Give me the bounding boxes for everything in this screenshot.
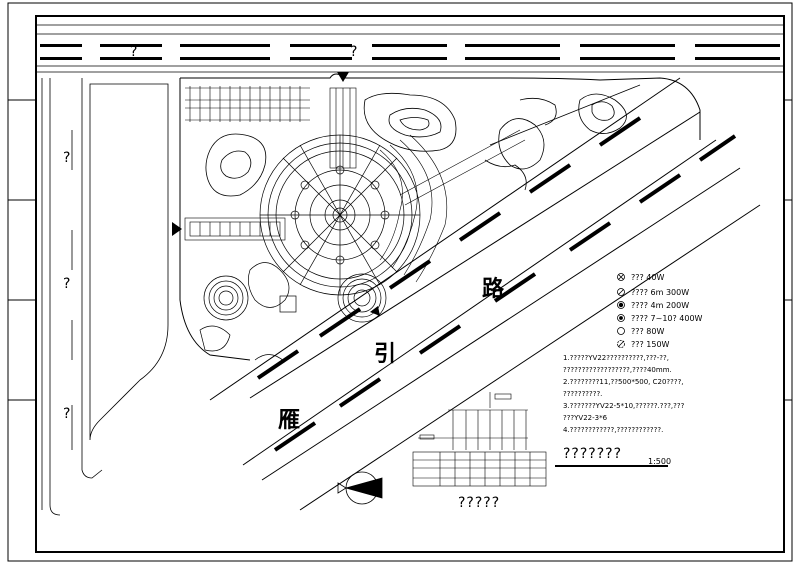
wiring-diagram (412, 392, 547, 487)
left-road (41, 78, 169, 516)
lamp-symbol-c-icon (617, 301, 625, 309)
note-line: ???YV22-3*6 (563, 414, 608, 422)
note-line: 1.?????YV22??????????,???-??, (563, 354, 669, 362)
east-terraces (379, 129, 526, 283)
street-mark: ? (63, 406, 70, 422)
road-label-3: 路 (482, 276, 505, 302)
legend-item-3: ???? 4m 200W (631, 301, 689, 310)
drawing-title: ??????? (563, 446, 622, 462)
top-road (36, 24, 784, 73)
legend-item-2: ???? 6m 300W (631, 288, 689, 297)
ponds-and-beds (205, 84, 641, 197)
road-label-1: 雁 (278, 407, 300, 433)
parking-grid (185, 86, 310, 122)
note-line: ??????????. (563, 390, 602, 398)
entrance-arrow-south (370, 306, 380, 316)
note-line: 4.????????????,????????????. (563, 426, 663, 434)
wiring-diagram-title: ????? (458, 495, 500, 511)
diagonal-road (209, 77, 761, 511)
circular-plaza (259, 134, 421, 296)
lamp-symbol-a-icon (617, 273, 625, 281)
lamp-symbol-b-icon (617, 288, 625, 296)
shrub-circles (199, 262, 387, 363)
central-walkway (329, 87, 357, 169)
note-line: 3.???????YV22-5*10,??????.???,??? (563, 402, 685, 410)
street-mark: ? (63, 150, 70, 166)
lamp-symbol-f-icon (617, 340, 625, 348)
street-mark: ? (130, 44, 137, 60)
road-label-2: 引 (374, 341, 396, 367)
legend-item-1: ??? 40W (631, 273, 664, 282)
west-bridge (184, 217, 286, 241)
note-line: 2.????????11,??500*500, C20????, (563, 378, 684, 386)
street-mark: ? (350, 44, 357, 60)
legend-item-6: ??? 150W (631, 340, 670, 349)
legend: ??? 40W ???? 6m 300W ???? 4m 200W ???? 7… (617, 273, 703, 349)
design-notes: 1.?????YV22??????????,???-??, ??????????… (563, 354, 685, 434)
diagonal-road-dashes (256, 116, 737, 452)
legend-item-5: ??? 80W (631, 327, 664, 336)
street-mark: ? (63, 276, 70, 292)
drawing-frame (7, 2, 793, 562)
legend-item-4: ???? 7~10? 400W (631, 314, 703, 323)
top-road-dashes (40, 44, 780, 60)
scale-label: 1:500 (648, 457, 671, 466)
lamp-symbol-e-icon (617, 327, 625, 335)
park-boundary (179, 73, 701, 361)
north-arrow-icon (337, 471, 383, 505)
note-line: ??????????????????,????40mm. (563, 366, 672, 374)
lamp-symbol-d-icon (617, 314, 625, 322)
entrance-arrow-top (337, 72, 349, 82)
entrance-arrow-west (172, 222, 182, 236)
